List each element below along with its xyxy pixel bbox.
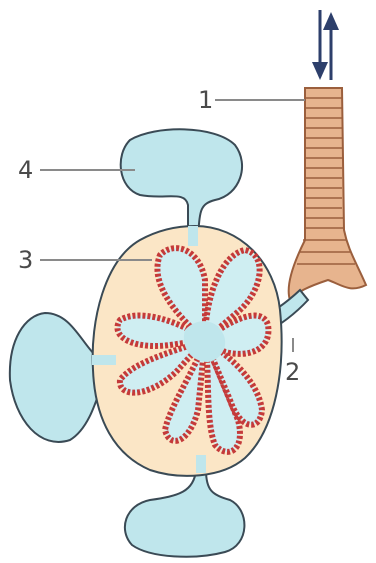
label-4: 4 bbox=[18, 156, 33, 184]
trachea-tube bbox=[289, 88, 366, 300]
label-1: 1 bbox=[198, 86, 213, 114]
airflow-arrows-icon bbox=[312, 10, 339, 80]
neck-bottom bbox=[196, 455, 206, 473]
label-3: 3 bbox=[18, 246, 33, 274]
sac-top bbox=[121, 129, 242, 236]
neck-left bbox=[92, 355, 116, 365]
sac-bottom bbox=[125, 470, 245, 557]
neck-top bbox=[188, 226, 198, 246]
label-2: 2 bbox=[285, 358, 300, 386]
